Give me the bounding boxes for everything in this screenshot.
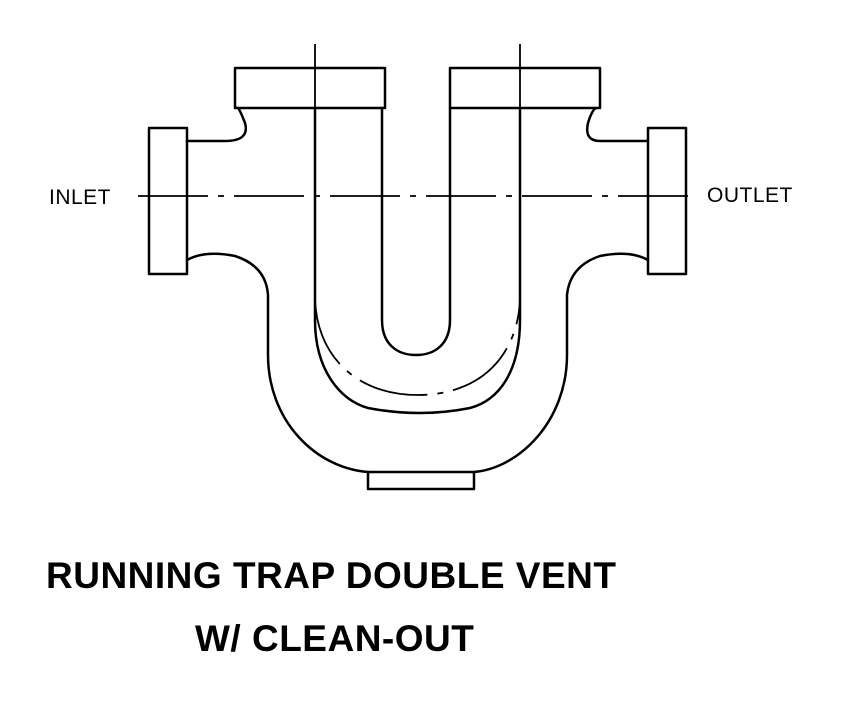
trap-body-left-outline <box>185 106 370 474</box>
outlet-label: OUTLET <box>707 184 793 207</box>
clean-out-plug <box>366 470 476 491</box>
inlet-label: INLET <box>49 186 112 209</box>
right-vent-hub <box>448 66 602 110</box>
outlet-flange <box>646 126 688 276</box>
inlet-flange <box>147 126 189 276</box>
trap-body-right-outline <box>472 106 650 474</box>
title-line-1: RUNNING TRAP DOUBLE VENT <box>46 555 617 596</box>
inner-u-bend <box>380 106 452 357</box>
u-bend-centerline <box>314 299 521 396</box>
outer-u-bend <box>313 106 522 415</box>
left-vent-hub <box>233 66 387 110</box>
title-line-2: W/ CLEAN-OUT <box>195 618 475 659</box>
